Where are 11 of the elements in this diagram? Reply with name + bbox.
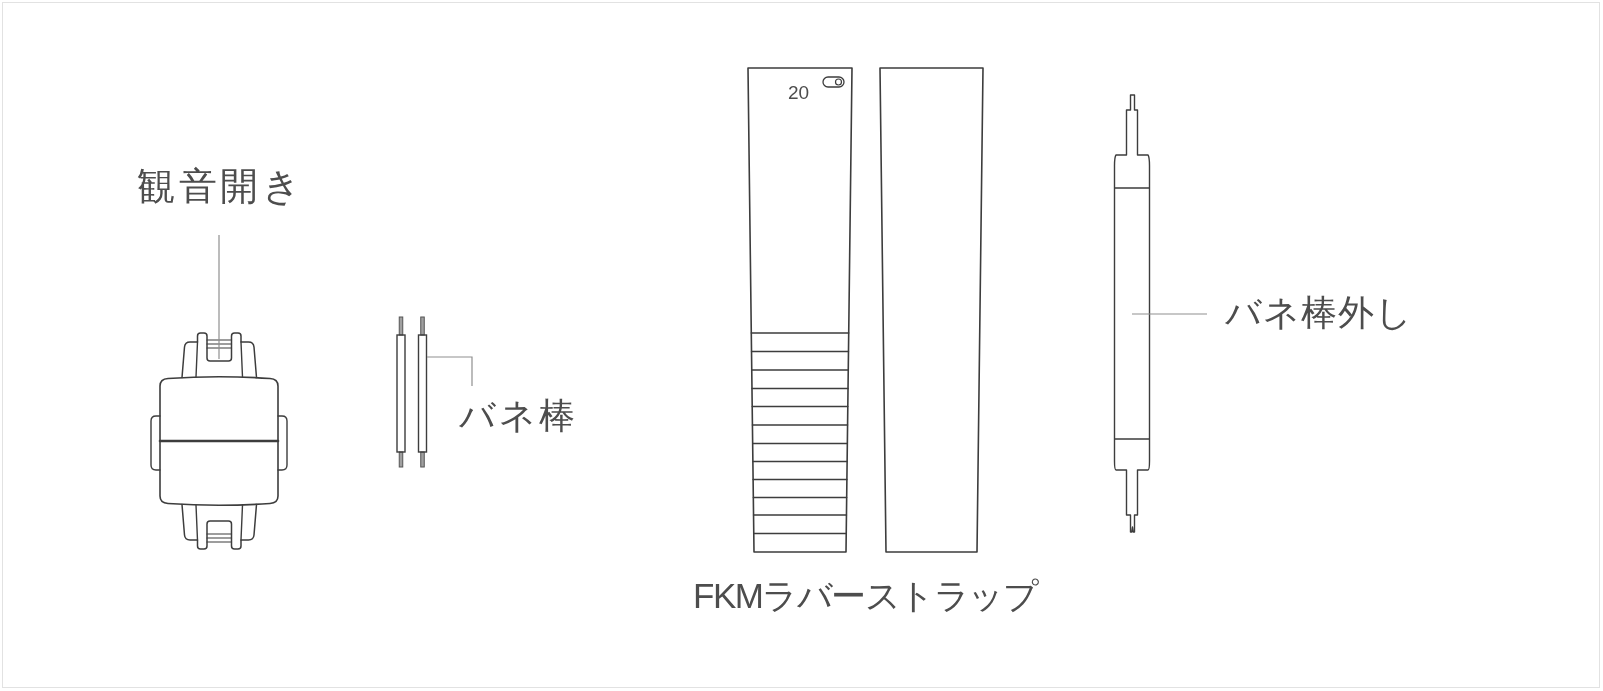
clasp-drawing — [150, 332, 288, 550]
leader-line — [218, 234, 220, 360]
part-label: 観音開き — [137, 167, 304, 205]
part-label: バネ棒 — [459, 398, 578, 434]
leader-line — [426, 356, 473, 387]
leader-line — [1131, 313, 1208, 315]
size-label: 20 — [788, 83, 810, 102]
part-label: バネ棒外し — [1225, 295, 1413, 331]
caption: FKMラバーストラップ — [693, 578, 1038, 613]
spring-bars-drawing — [395, 315, 429, 469]
tool-drawing — [1114, 93, 1152, 535]
